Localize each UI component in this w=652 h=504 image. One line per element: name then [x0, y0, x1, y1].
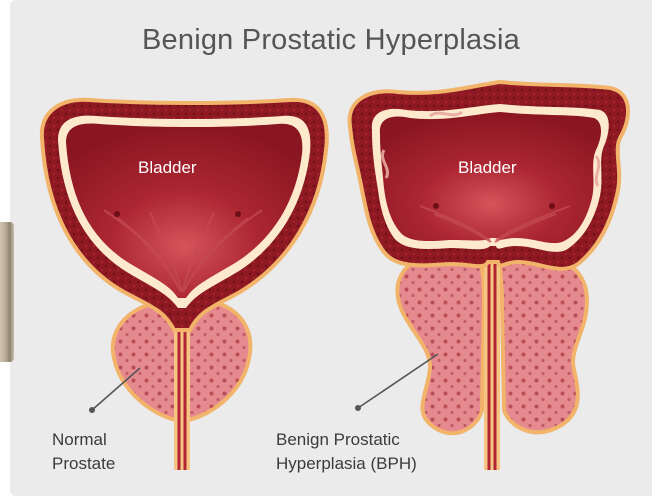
bph-caption: Benign Prostatic Hyperplasia (BPH) [276, 428, 417, 476]
bph-prostate-right-lobe [499, 253, 587, 432]
bph-urethra [484, 240, 500, 470]
normal-bladder-label: Bladder [138, 158, 197, 178]
normal-anatomy [42, 100, 327, 470]
bph-anatomy [350, 82, 628, 470]
normal-prostate-caption: Normal Prostate [52, 428, 115, 476]
bph-prostate-left-lobe [397, 254, 484, 433]
diagram-title: Benign Prostatic Hyperplasia [10, 24, 652, 57]
bph-bladder-label: Bladder [458, 158, 517, 178]
